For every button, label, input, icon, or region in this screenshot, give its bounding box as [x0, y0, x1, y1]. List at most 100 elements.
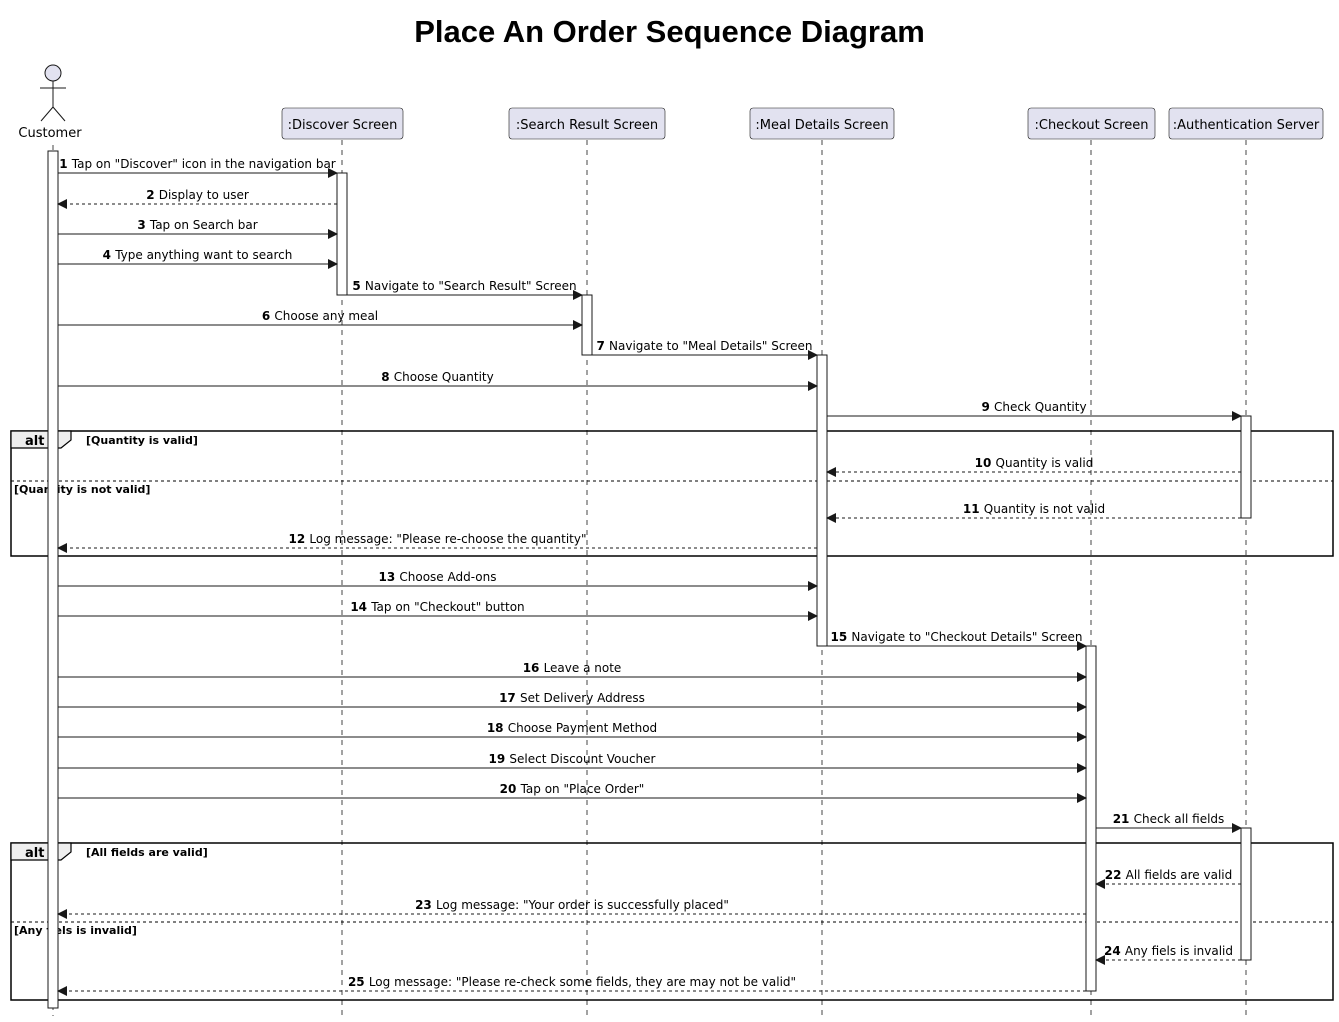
message-number: 1: [59, 157, 72, 171]
message-12: 12 Log message: "Please re-choose the qu…: [57, 532, 817, 553]
activation-bar-auth: [1240, 827, 1252, 961]
message-number: 5: [352, 279, 365, 293]
message-7: 7 Navigate to "Meal Details" Screen: [592, 339, 818, 360]
participant-label: :Meal Details Screen: [755, 118, 888, 133]
message-text: Any fiels is invalid: [1125, 944, 1233, 958]
fragment-keyword: alt: [25, 434, 44, 449]
message-19: 19 Select Discount Voucher: [58, 752, 1087, 773]
message-6: 6 Choose any meal: [58, 309, 583, 330]
message-text: Choose any meal: [274, 309, 378, 323]
activation-bar-checkout: [1085, 645, 1097, 992]
message-label: 7 Navigate to "Meal Details" Screen: [597, 339, 813, 353]
message-label: 19 Select Discount Voucher: [489, 752, 656, 766]
message-label: 8 Choose Quantity: [381, 370, 494, 384]
message-label: 14 Tap on "Checkout" button: [350, 600, 524, 614]
message-text: Tap on "Discover" icon in the navigation…: [71, 157, 336, 171]
actor-leg-right: [52, 106, 66, 122]
message-number: 8: [381, 370, 394, 384]
message-text: Check all fields: [1134, 812, 1225, 826]
message-text: Tap on "Checkout" button: [370, 600, 524, 614]
message-24: 24 Any fiels is invalid: [1095, 944, 1241, 965]
message-8: 8 Choose Quantity: [58, 370, 818, 391]
diagram-title: Place An Order Sequence Diagram: [414, 14, 925, 49]
message-text: Choose Add-ons: [399, 570, 496, 584]
message-number: 15: [830, 630, 851, 644]
message-label: 25 Log message: "Please re-check some fi…: [348, 975, 796, 989]
message-text: Quantity is not valid: [984, 502, 1105, 516]
participant-label: :Authentication Server: [1173, 118, 1320, 133]
message-label: 11 Quantity is not valid: [963, 502, 1105, 516]
message-label: 3 Tap on Search bar: [137, 218, 257, 232]
message-number: 22: [1105, 868, 1126, 882]
fragment-else-guard: [Quantity is not valid]: [14, 483, 150, 496]
fragment-frame: [10, 430, 1334, 557]
message-label: 24 Any fiels is invalid: [1104, 944, 1233, 958]
message-2: 2 Display to user: [57, 188, 337, 209]
message-number: 10: [975, 456, 996, 470]
message-number: 16: [523, 661, 544, 675]
message-21: 21 Check all fields: [1096, 812, 1242, 833]
participant-checkout: :Checkout Screen: [1027, 107, 1156, 140]
participant-label: :Discover Screen: [288, 118, 398, 133]
message-text: Set Delivery Address: [520, 691, 645, 705]
message-number: 19: [489, 752, 510, 766]
message-text: Choose Quantity: [394, 370, 494, 384]
message-number: 9: [981, 400, 994, 414]
alt-fragment: alt [Quantity is valid] [Quantity is not v…: [10, 430, 1334, 557]
message-label: 23 Log message: "Your order is successfu…: [415, 898, 729, 912]
participant-box: [281, 107, 404, 140]
activation-bar-auth: [1240, 415, 1252, 519]
message-label: 12 Log message: "Please re-choose the qu…: [289, 532, 587, 546]
fragment-keyword: alt: [25, 846, 44, 861]
message-number: 6: [262, 309, 275, 323]
message-label: 9 Check Quantity: [981, 400, 1086, 414]
message-20: 20 Tap on "Place Order": [58, 782, 1087, 803]
message-label: 6 Choose any meal: [262, 309, 378, 323]
message-text: Leave a note: [544, 661, 622, 675]
participant-box: [749, 107, 895, 140]
message-5: 5 Navigate to "Search Result" Screen: [347, 279, 583, 300]
message-number: 24: [1104, 944, 1125, 958]
message-text: Navigate to "Checkout Details" Screen: [851, 630, 1082, 644]
message-text: Quantity is valid: [996, 456, 1094, 470]
fragment-guard: [Quantity is valid]: [86, 434, 198, 447]
activation-bar-meal: [816, 354, 828, 647]
message-label: 21 Check all fields: [1113, 812, 1225, 826]
message-text: Tap on Search bar: [149, 218, 258, 232]
message-23: 23 Log message: "Your order is successfu…: [57, 898, 1086, 919]
message-number: 23: [415, 898, 436, 912]
participant-box: [508, 107, 666, 140]
message-text: Log message: "Please re-check some field…: [369, 975, 796, 989]
participant-search: :Search Result Screen: [508, 107, 666, 140]
message-number: 25: [348, 975, 369, 989]
message-number: 13: [379, 570, 400, 584]
message-14: 14 Tap on "Checkout" button: [58, 600, 818, 621]
message-9: 9 Check Quantity: [827, 400, 1242, 421]
participant-box: [1168, 107, 1324, 140]
message-label: 18 Choose Payment Method: [487, 721, 657, 735]
message-number: 20: [500, 782, 521, 796]
fragment-else-guard: [Any fiels is invalid]: [14, 924, 137, 937]
message-10: 10 Quantity is valid: [826, 456, 1241, 477]
message-18: 18 Choose Payment Method: [58, 721, 1087, 742]
message-text: Type anything want to search: [114, 248, 292, 262]
message-label: 4 Type anything want to search: [103, 248, 293, 262]
message-number: 11: [963, 502, 984, 516]
alt-fragment: alt[All fields are valid][Any fiels is i…: [10, 842, 1334, 1001]
message-1: 1 Tap on "Discover" icon in the navigati…: [58, 157, 338, 178]
actor-customer: Customer: [18, 64, 82, 141]
message-text: Choose Payment Method: [508, 721, 657, 735]
message-text: Navigate to "Meal Details" Screen: [609, 339, 812, 353]
message-number: 17: [499, 691, 520, 705]
message-number: 18: [487, 721, 508, 735]
message-label: 5 Navigate to "Search Result" Screen: [352, 279, 576, 293]
message-number: 21: [1113, 812, 1134, 826]
message-label: 20 Tap on "Place Order": [500, 782, 645, 796]
message-label: 10 Quantity is valid: [975, 456, 1094, 470]
message-label: 15 Navigate to "Checkout Details" Screen: [830, 630, 1082, 644]
message-label: 22 All fields are valid: [1105, 868, 1233, 882]
message-22: 22 All fields are valid: [1095, 868, 1241, 889]
message-text: Select Discount Voucher: [509, 752, 655, 766]
message-label: 2 Display to user: [146, 188, 249, 202]
